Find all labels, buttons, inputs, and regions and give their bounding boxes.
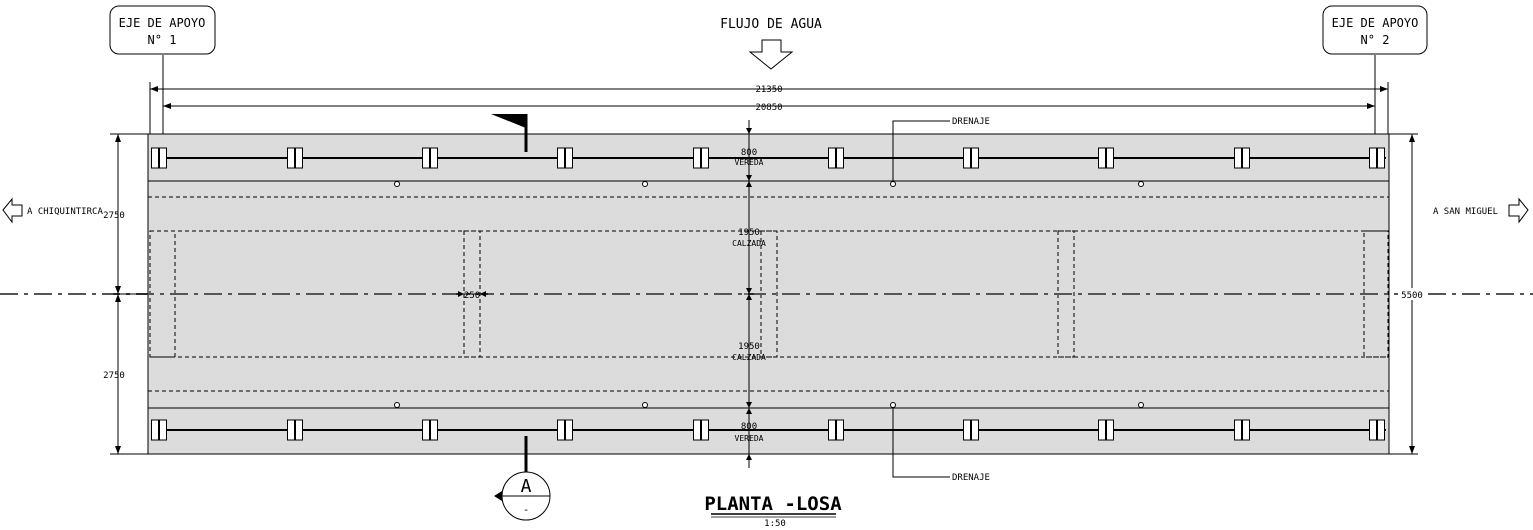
railing-post [963, 419, 971, 441]
beam-gap-arrows [458, 291, 486, 297]
railing-post [693, 147, 701, 169]
arrow-left-icon [2, 197, 23, 224]
railing-post [565, 419, 573, 441]
arrow-right-icon [1508, 197, 1529, 224]
railing-post [1377, 147, 1385, 169]
railing-post [295, 419, 303, 441]
railing-post [963, 147, 971, 169]
roadway-dim-bottom: 1950 [738, 342, 760, 352]
railing-post [295, 147, 303, 169]
beam-gap-value: 250 [464, 291, 480, 301]
railing-post [1106, 147, 1114, 169]
railing-post [1098, 147, 1106, 169]
railing-post [1098, 419, 1106, 441]
left-dimension-arrows [115, 134, 121, 454]
railing-post [1234, 147, 1242, 169]
total-width-mask [1398, 288, 1426, 300]
railing-post [1106, 419, 1114, 441]
drain-leaders [892, 120, 950, 478]
drain-label-top: DRENAJE [952, 117, 990, 127]
railing-post [565, 147, 573, 169]
roadway-dim-top: 1950 [738, 228, 760, 238]
railing-post [430, 419, 438, 441]
section-marker-sheet: - [523, 503, 530, 516]
horizontal-dimension-arrows [150, 86, 1388, 109]
railing-post [701, 147, 709, 169]
railing-post [159, 147, 167, 169]
railing-post [557, 147, 565, 169]
roadway-label-top: CALZADA [732, 239, 766, 248]
support-axis-1-box [109, 5, 216, 55]
sidewalk-dim-top: 800 [741, 148, 757, 158]
direction-left-label: A CHIQUINTIRCA [27, 207, 103, 217]
railing-post [1369, 147, 1377, 169]
railing-post [1242, 147, 1250, 169]
railing-post [971, 147, 979, 169]
half-width-top-dim: 2750 [103, 211, 125, 221]
diaphragm-frames [149, 230, 1389, 358]
horizontal-dimensions [149, 55, 1389, 134]
railing-post [1369, 419, 1377, 441]
drawing-scale: 1:50 [764, 519, 786, 529]
drawing-title: PLANTA -LOSA [704, 493, 842, 515]
railing-post [1377, 419, 1385, 441]
water-flow-label: FLUJO DE AGUA [720, 17, 822, 32]
railing-post [828, 147, 836, 169]
railing-post [287, 419, 295, 441]
railing-post [1234, 419, 1242, 441]
sidewalk-dim-bottom: 800 [741, 422, 757, 432]
right-dimension-arrows [1409, 134, 1415, 454]
railing-post [836, 419, 844, 441]
support-axis-1-line2: N° 1 [148, 33, 177, 47]
half-width-bottom-dim: 2750 [103, 371, 125, 381]
sidewalk-label-bottom: VEREDA [735, 434, 764, 443]
railing-post [701, 419, 709, 441]
railing-post [828, 419, 836, 441]
water-flow-arrow-icon [748, 39, 794, 70]
drain-holes [394, 181, 1144, 408]
section-cut-bottom [494, 436, 551, 521]
railings [151, 147, 1386, 441]
railing-post [1242, 419, 1250, 441]
roadway-label-bottom: CALZADA [732, 353, 766, 362]
direction-right-label: A SAN MIGUEL [1433, 207, 1498, 217]
railing-post [693, 419, 701, 441]
support-axis-2-box [1322, 5, 1428, 55]
railing-post [557, 419, 565, 441]
support-axis-2-line1: EJE DE APOYO [1332, 16, 1419, 30]
railing-post [971, 419, 979, 441]
total-width-dim: 5500 [1401, 291, 1423, 301]
overall-length-dim: 21350 [755, 85, 782, 95]
section-marker-letter: A [521, 476, 532, 497]
sidewalk-label-top: VEREDA [735, 158, 764, 167]
drain-label-bottom: DRENAJE [952, 473, 990, 483]
section-cut-top [491, 114, 528, 152]
railing-post [422, 419, 430, 441]
railing-post [151, 147, 159, 169]
railing-post [287, 147, 295, 169]
span-length-dim: 20850 [755, 103, 782, 113]
railing-post [151, 419, 159, 441]
railing-post [836, 147, 844, 169]
roadway-dashed-lines [148, 196, 1389, 392]
railing-post [422, 147, 430, 169]
support-axis-2-line2: N° 2 [1361, 33, 1390, 47]
left-vertical-dimension [110, 133, 148, 455]
support-axis-1-line1: EJE DE APOYO [119, 16, 206, 30]
dimension-arrows-center [746, 128, 752, 460]
railing-post [159, 419, 167, 441]
railing-post [430, 147, 438, 169]
